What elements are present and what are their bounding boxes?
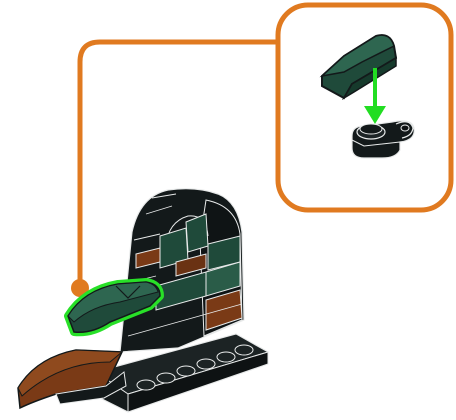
model-arch-tower [120,189,244,352]
callout-box [278,5,451,210]
